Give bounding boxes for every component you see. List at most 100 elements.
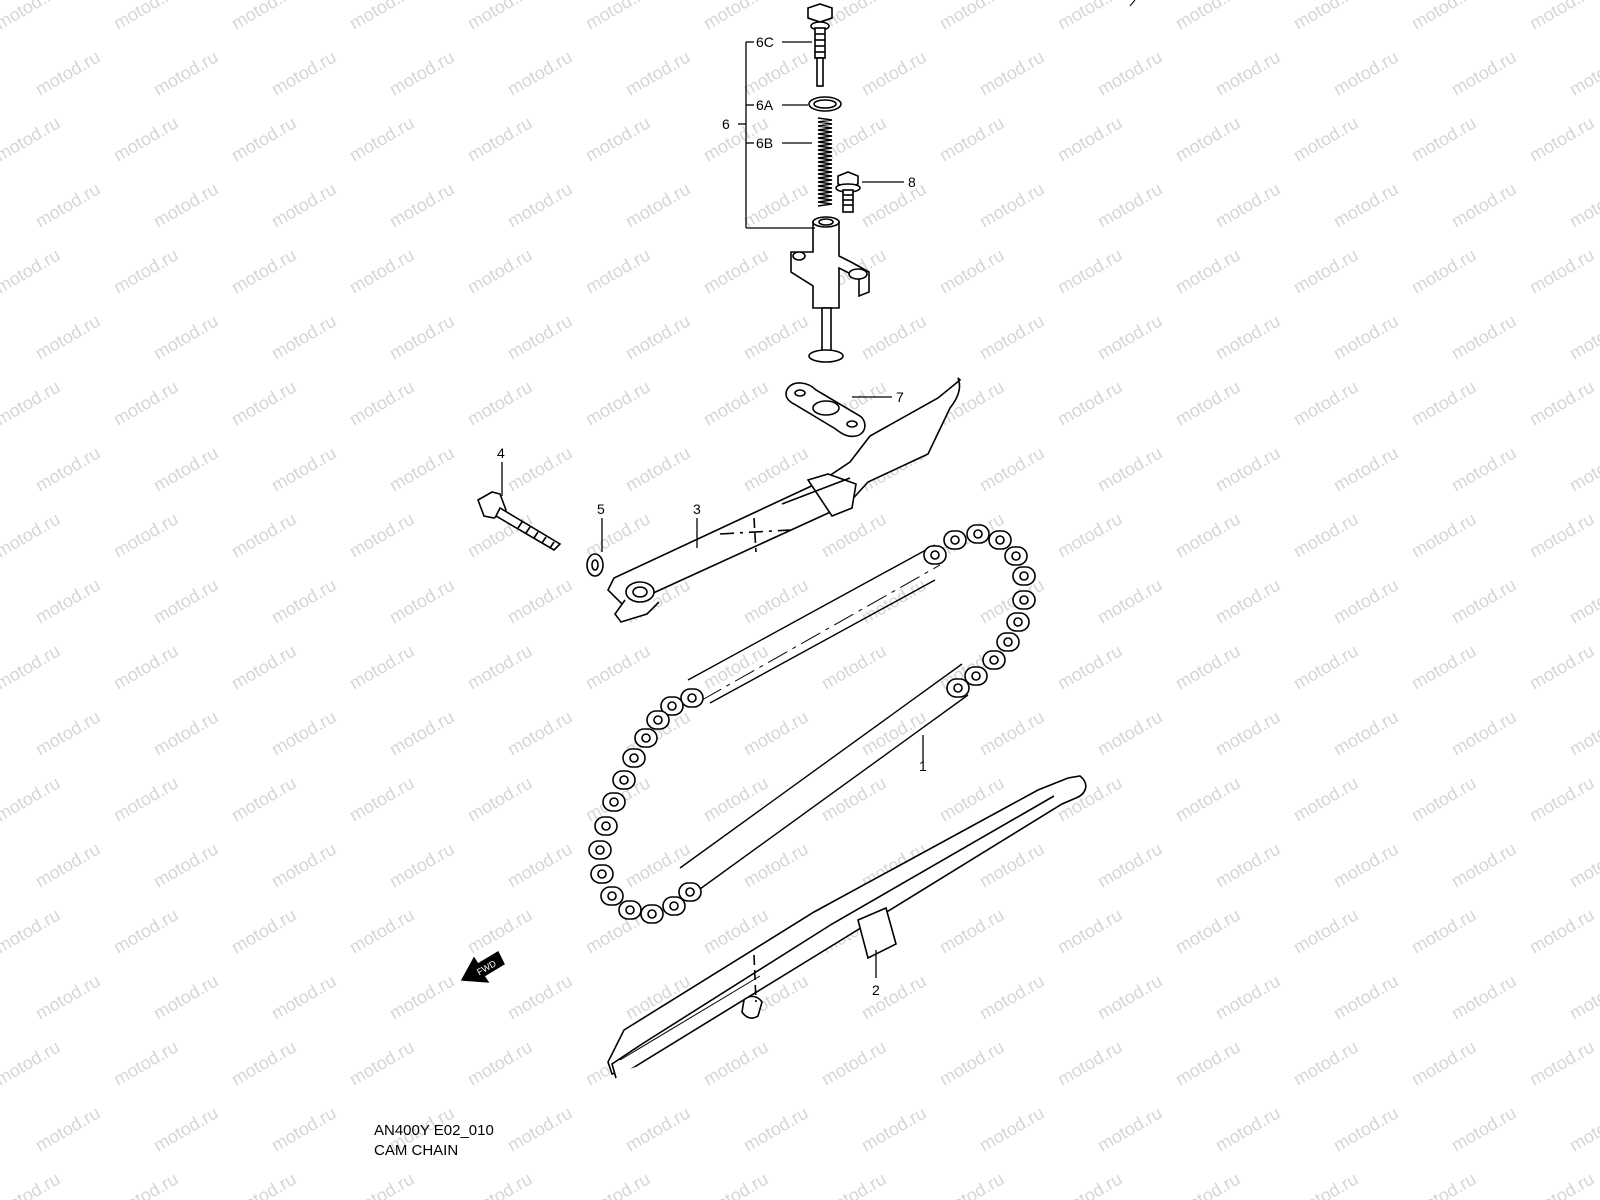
watermark-text: motod.ru: [504, 443, 576, 496]
fwd-arrow-icon: FWD: [460, 951, 505, 983]
chain-link: [590, 864, 614, 884]
watermark-text: motod.ru: [150, 575, 222, 628]
watermark-text: motod.ru: [228, 0, 300, 33]
part-6a-o-ring: [808, 96, 842, 112]
watermark-text: motod.ru: [1566, 311, 1600, 364]
watermark-text: motod.ru: [346, 509, 418, 562]
watermark-text: motod.ru: [1172, 509, 1244, 562]
watermark-text: motod.ru: [228, 377, 300, 430]
watermark-text: motod.ru: [32, 971, 104, 1024]
callout-labels: 6C 6A 6 6B 8 7 4 5 3 1 2: [497, 34, 927, 998]
chain-upper-loop: [923, 524, 1036, 698]
callout-1: 1: [919, 758, 927, 774]
watermark-text: motod.ru: [1566, 47, 1600, 100]
watermark-text: motod.ru: [582, 1169, 654, 1200]
watermark-text: motod.ru: [1054, 0, 1126, 33]
watermark-text: motod.ru: [1290, 1169, 1362, 1200]
watermark-text: motod.ru: [1448, 311, 1520, 364]
watermark-text: motod.ru: [464, 1169, 536, 1200]
watermark-text: motod.ru: [1172, 773, 1244, 826]
watermark-text: motod.ru: [1566, 1103, 1600, 1156]
watermark-text: motod.ru: [268, 1103, 340, 1156]
watermark-text: motod.ru: [1212, 311, 1284, 364]
watermark-text: motod.ru: [936, 905, 1008, 958]
watermark-text: motod.ru: [1172, 245, 1244, 298]
watermark-text: motod.ru: [386, 443, 458, 496]
part-6c-bolt: [807, 3, 833, 87]
chain-link: [996, 632, 1020, 652]
watermark-text: motod.ru: [504, 575, 576, 628]
chain-link: [600, 886, 624, 906]
watermark-text: motod.ru: [1408, 377, 1480, 430]
watermark-text: motod.ru: [936, 113, 1008, 166]
watermark-text: motod.ru: [818, 1169, 890, 1200]
watermark-text: motod.ru: [1094, 443, 1166, 496]
watermark-text: motod.ru: [1094, 707, 1166, 760]
watermark-text: motod.ru: [622, 311, 694, 364]
watermark-text: motod.ru: [110, 905, 182, 958]
watermark-text: motod.ru: [740, 311, 812, 364]
chain-link: [612, 770, 636, 790]
chain-link: [618, 900, 642, 920]
watermark-text: motod.ru: [228, 641, 300, 694]
watermark-text: motod.ru: [228, 245, 300, 298]
watermark-text: motod.ru: [1054, 905, 1126, 958]
watermark-text: motod.ru: [504, 1103, 576, 1156]
watermark-text: motod.ru: [1330, 839, 1402, 892]
chain-link: [678, 882, 702, 902]
chain-link: [988, 530, 1012, 550]
watermark-text: motod.ru: [1408, 1037, 1480, 1090]
watermark-text: motod.ru: [1330, 575, 1402, 628]
watermark-text: motod.ru: [1212, 443, 1284, 496]
watermark-text: motod.ru: [228, 113, 300, 166]
chain-link: [1012, 590, 1036, 610]
watermark-text: motod.ru: [110, 377, 182, 430]
watermark-text: motod.ru: [976, 311, 1048, 364]
watermark-text: motod.ru: [110, 641, 182, 694]
watermark-text: motod.ru: [346, 377, 418, 430]
callout-2: 2: [872, 982, 880, 998]
chain-link: [594, 816, 618, 836]
watermark-text: motod.ru: [110, 113, 182, 166]
watermark-text: motod.ru: [1526, 245, 1598, 298]
watermark-text: motod.ru: [150, 311, 222, 364]
callout-3: 3: [693, 501, 701, 517]
watermark-text: motod.ru: [1172, 1037, 1244, 1090]
chain-link: [662, 896, 686, 916]
watermark-text: motod.ru: [268, 47, 340, 100]
chain-link: [622, 748, 646, 768]
watermark-text: motod.ru: [858, 179, 930, 232]
watermark-text: motod.ru: [582, 641, 654, 694]
watermark-text: motod.ru: [1408, 641, 1480, 694]
callout-6b: 6B: [756, 135, 773, 151]
watermark-text: motod.ru: [228, 1169, 300, 1200]
watermark-text: motod.ru: [0, 1037, 64, 1090]
watermark-text: motod.ru: [1526, 509, 1598, 562]
watermark-text: motod.ru: [504, 179, 576, 232]
watermark-text: motod.ru: [464, 773, 536, 826]
watermark-text: motod.ru: [346, 773, 418, 826]
watermark-text: motod.ru: [1408, 0, 1480, 33]
watermark-text: motod.ru: [1172, 1169, 1244, 1200]
watermark-text: motod.ru: [32, 443, 104, 496]
watermark-text: motod.ru: [346, 245, 418, 298]
watermark-text: motod.ru: [858, 311, 930, 364]
frame-mark: [1129, 0, 1136, 7]
callout-8: 8: [908, 174, 916, 190]
watermark-text: motod.ru: [504, 47, 576, 100]
watermark-text: motod.ru: [1408, 773, 1480, 826]
watermark-text: motod.ru: [464, 245, 536, 298]
watermark-text: motod.ru: [1526, 0, 1598, 33]
watermark-text: motod.ru: [464, 905, 536, 958]
watermark-text: motod.ru: [1408, 509, 1480, 562]
watermark-text: motod.ru: [740, 839, 812, 892]
watermark-text: motod.ru: [1526, 641, 1598, 694]
watermark-text: motod.ru: [1290, 641, 1362, 694]
watermark-text: motod.ru: [1094, 1103, 1166, 1156]
watermark-text: motod.ru: [622, 179, 694, 232]
watermark-text: motod.ru: [268, 971, 340, 1024]
watermark-text: motod.ru: [1172, 0, 1244, 33]
watermark-text: motod.ru: [32, 1103, 104, 1156]
watermark-text: motod.ru: [740, 707, 812, 760]
